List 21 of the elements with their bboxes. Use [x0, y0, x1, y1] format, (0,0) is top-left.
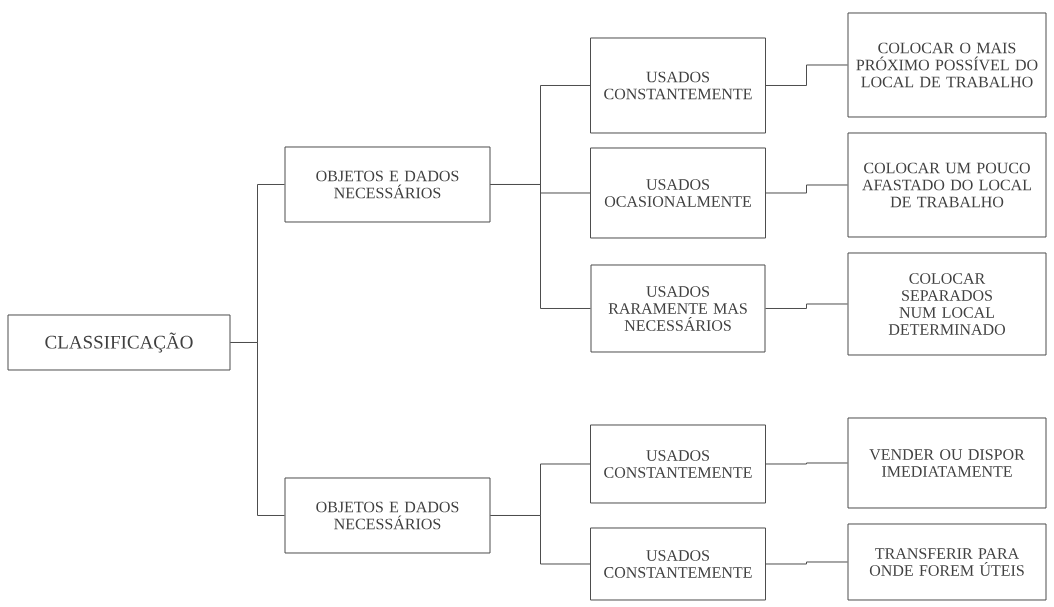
category-box: OBJETOS E DADOS NECESSÁRIOS	[284, 477, 491, 554]
connector-line	[765, 561, 848, 565]
action-box: TRANSFERIR PARA ONDE FOREM ÚTEIS	[847, 523, 1047, 601]
action-box: COLOCAR SEPARADOS NUM LOCAL DETERMINADO	[847, 252, 1047, 356]
action-box: COLOCAR O MAIS PRÓXIMO POSSÍVEL DO LOCAL DE TRABALHO	[847, 12, 1047, 118]
action-box: COLOCAR UM POUCO AFASTADO DO LOCAL DE TRABALHO	[847, 132, 1047, 238]
category-box: OBJETOS E DADOS NECESSÁRIOS	[284, 146, 491, 223]
frequency-box: USADOS RARAMENTE MAS NECESSÁRIOS	[590, 264, 766, 353]
connector-line	[490, 515, 591, 565]
frequency-box: USADOS CONSTANTEMENTE	[590, 527, 766, 601]
frequency-box: USADOS OCASIONALMENTE	[590, 147, 766, 239]
frequency-box: USADOS CONSTANTEMENTE	[590, 424, 766, 504]
action-box: VENDER OU DISPOR IMEDIATAMENTE	[847, 417, 1047, 509]
root-box: CLASSIFICAÇÃO	[7, 314, 231, 371]
connector-line	[765, 64, 848, 86]
connector-line	[765, 184, 848, 194]
connector-line	[230, 342, 285, 516]
connector-line	[765, 303, 848, 309]
connector-line	[490, 184, 591, 309]
frequency-box: USADOS CONSTANTEMENTE	[590, 37, 766, 134]
connector-line	[765, 462, 848, 465]
